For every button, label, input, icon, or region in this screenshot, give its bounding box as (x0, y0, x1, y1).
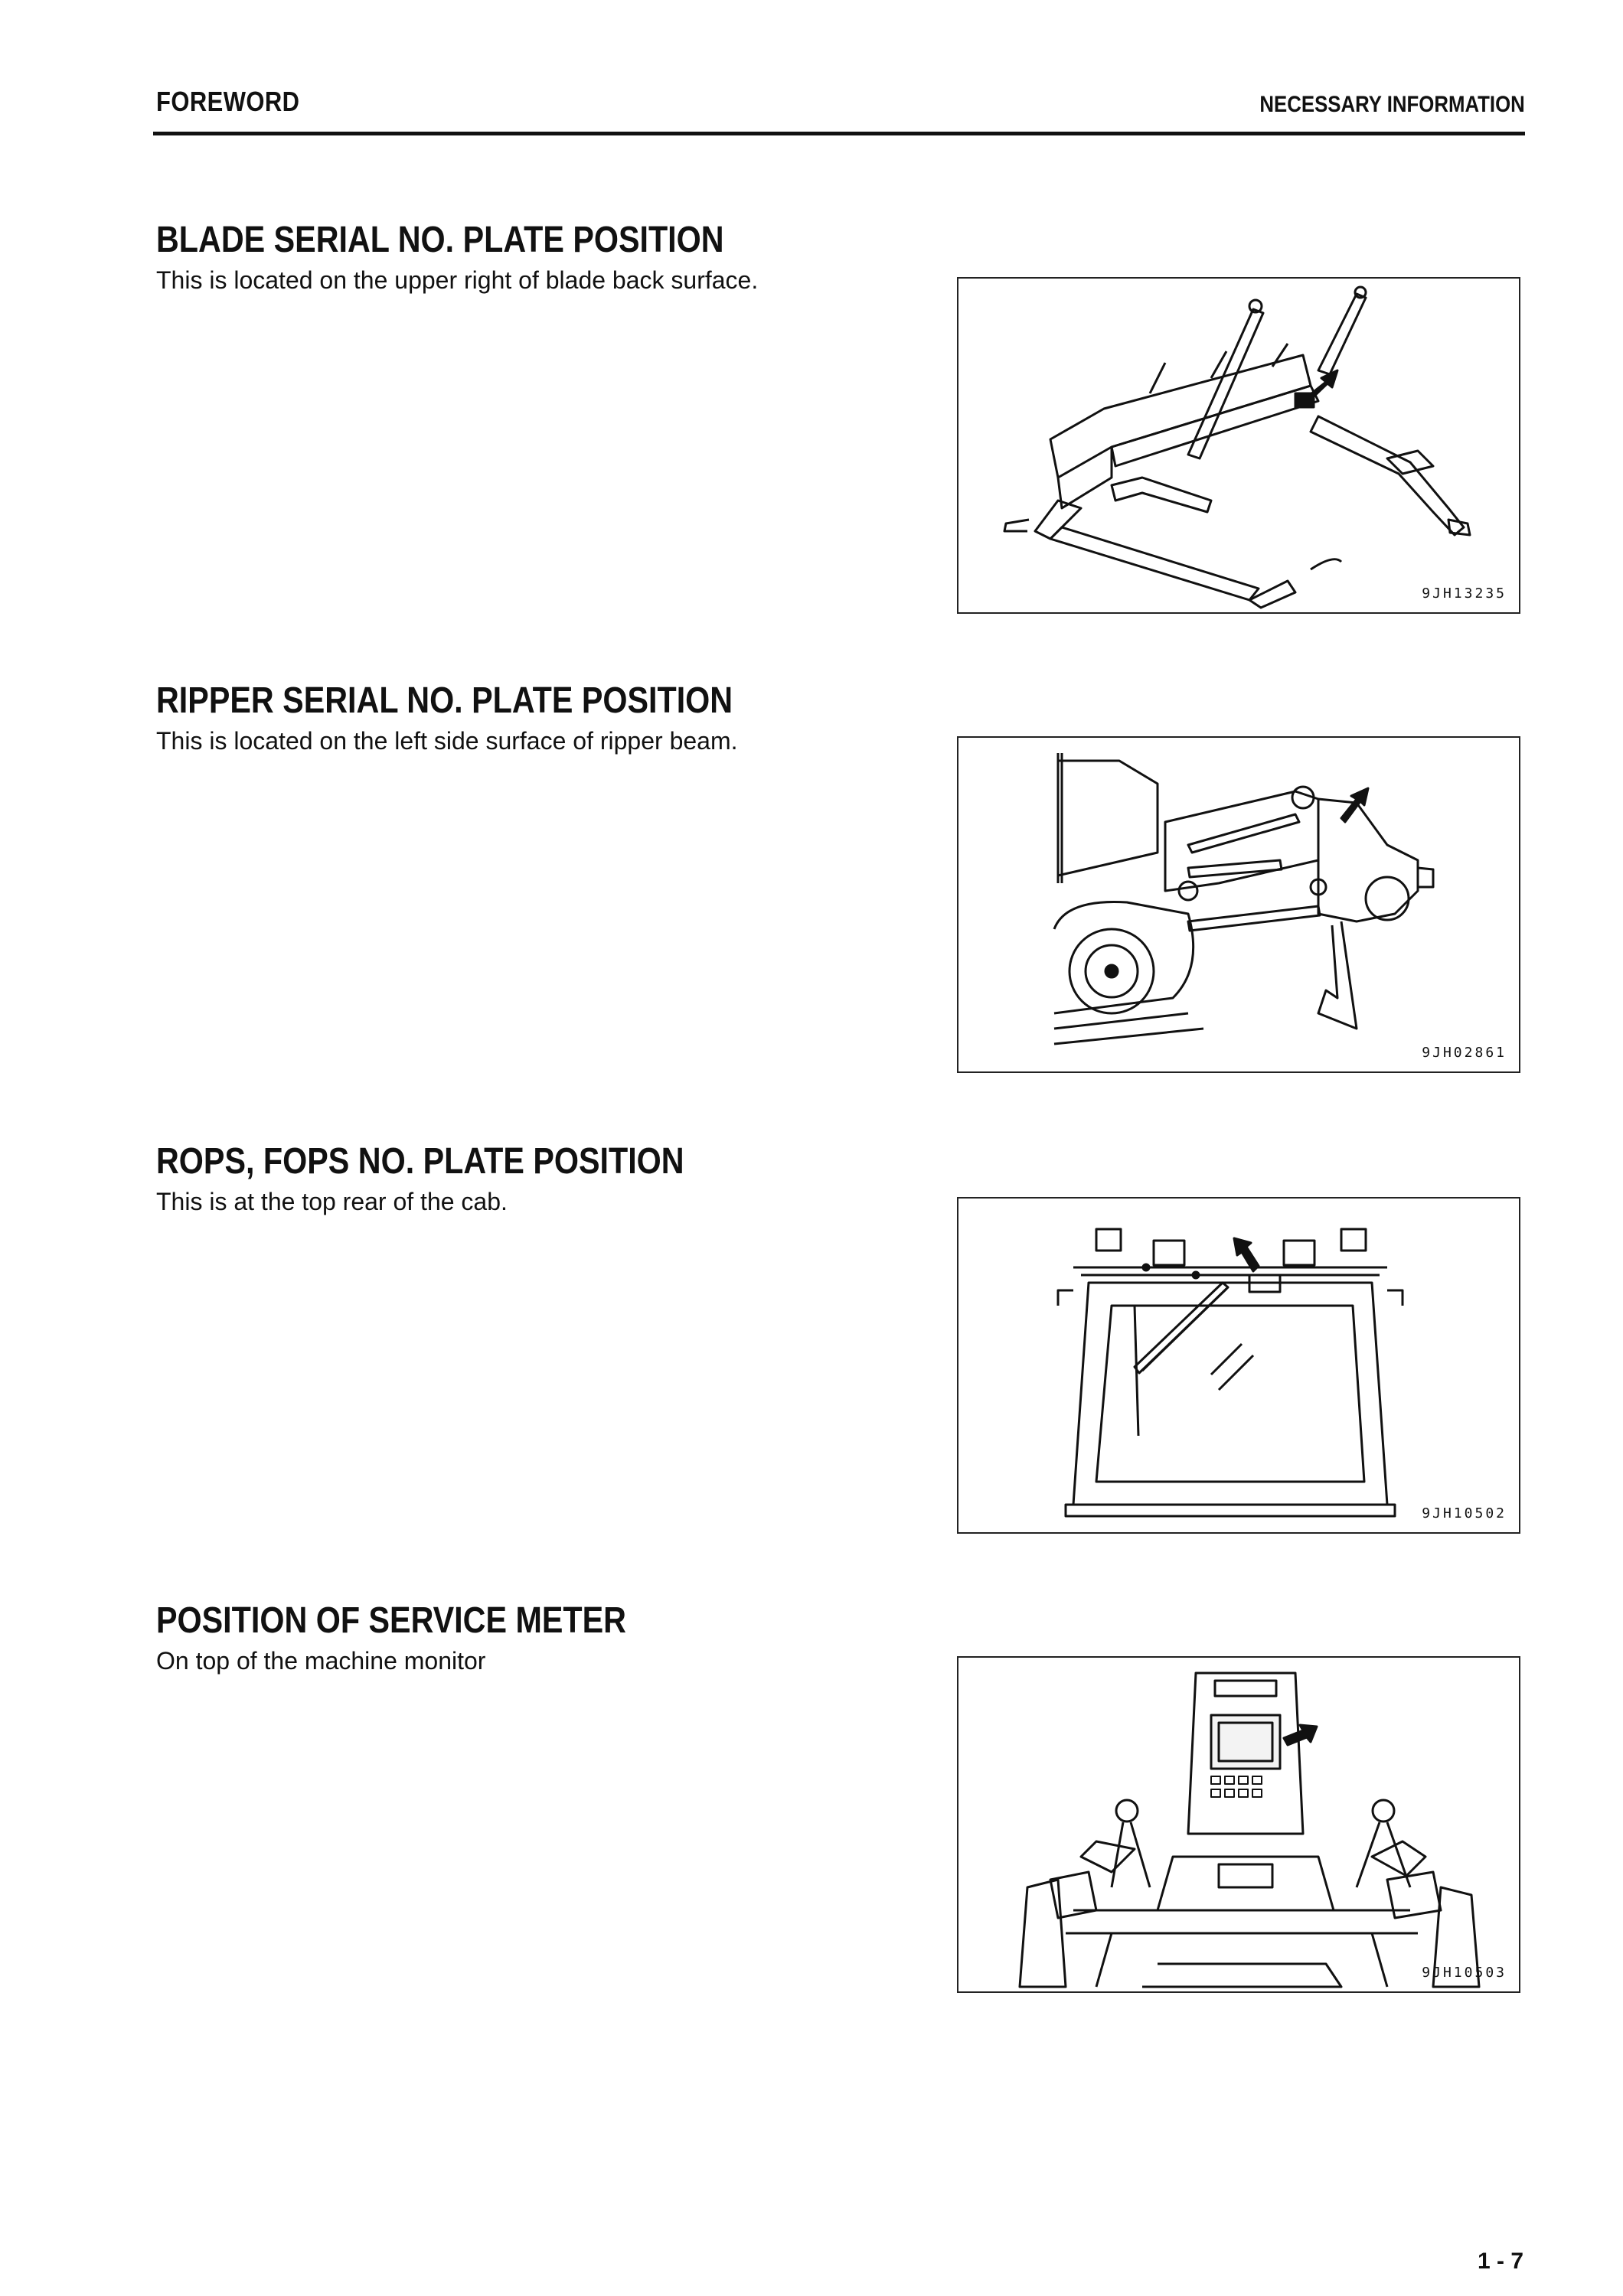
section-title-service-meter: POSITION OF SERVICE METER (156, 1600, 626, 1641)
ripper-illustration (1053, 753, 1435, 1045)
figure-service-meter: 9JH10503 (957, 1656, 1520, 1993)
figure-rops: 9JH10502 (957, 1197, 1520, 1534)
header-right: NECESSARY INFORMATION (1259, 92, 1525, 117)
figure-code-ripper: 9JH02861 (1422, 1045, 1507, 1061)
section-title-blade: BLADE SERIAL NO. PLATE POSITION (156, 220, 724, 260)
machine-monitor-illustration (1018, 1671, 1481, 1988)
section-text-ripper: This is located on the left side surface… (156, 727, 738, 755)
section-title-rops: ROPS, FOPS NO. PLATE POSITION (156, 1141, 684, 1182)
header-rule (153, 132, 1525, 135)
section-title-ripper: RIPPER SERIAL NO. PLATE POSITION (156, 680, 733, 721)
section-text-blade: This is located on the upper right of bl… (156, 266, 759, 294)
figure-code-service-meter: 9JH10503 (1422, 1965, 1507, 1981)
section-text-service-meter: On top of the machine monitor (156, 1647, 486, 1675)
blade-illustration (1003, 285, 1471, 609)
page-number: 1 - 7 (1477, 2249, 1523, 2274)
header-left: FOREWORD (156, 86, 300, 117)
figure-ripper: 9JH02861 (957, 736, 1520, 1073)
figure-code-blade: 9JH13235 (1422, 585, 1507, 602)
figure-code-rops: 9JH10502 (1422, 1505, 1507, 1521)
section-text-rops: This is at the top rear of the cab. (156, 1188, 508, 1215)
cab-rear-illustration (1056, 1228, 1404, 1518)
figure-blade: 9JH13235 (957, 277, 1520, 614)
